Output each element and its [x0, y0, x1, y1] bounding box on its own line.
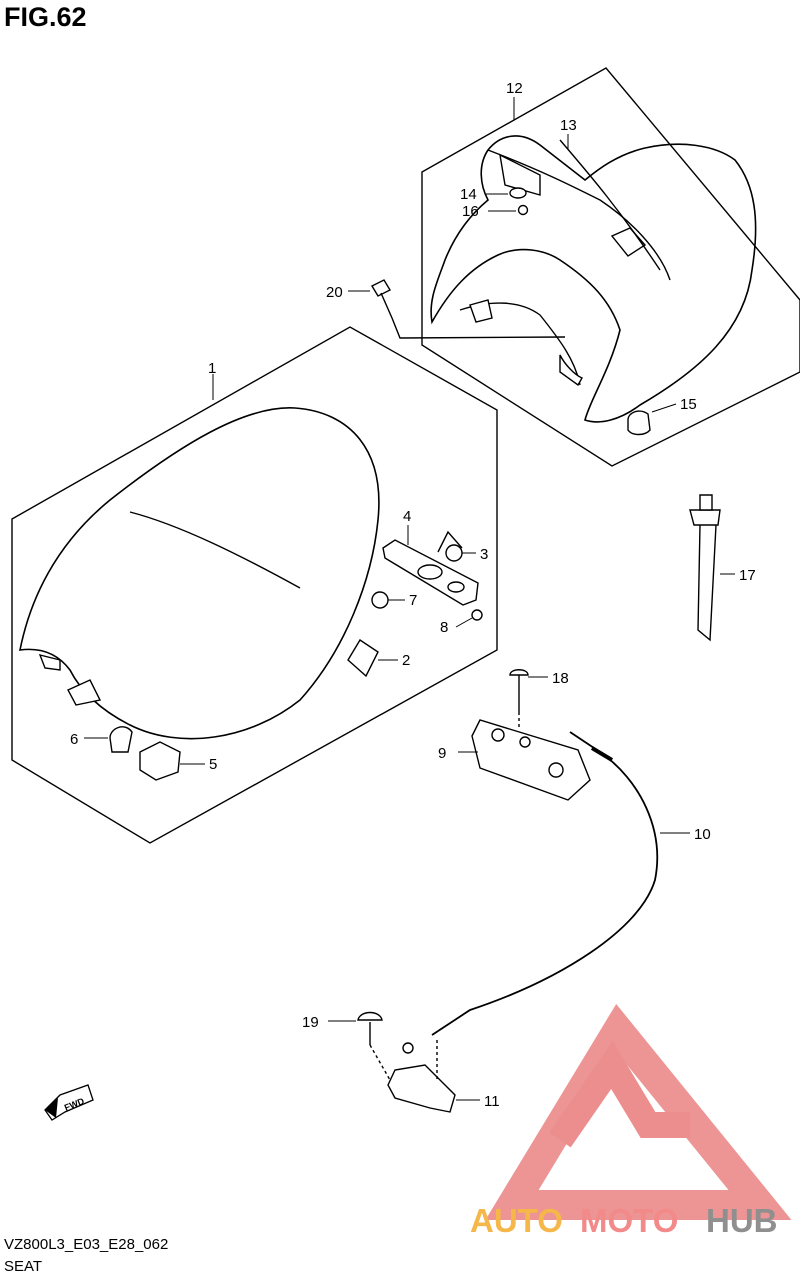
watermark-auto: AUTO [470, 1202, 563, 1239]
callout-6: 6 [70, 731, 78, 748]
pillion-strap-mount [610, 227, 647, 257]
rider-seat-group [11, 326, 498, 844]
pad-5 [139, 741, 181, 781]
callout-20: 20 [326, 284, 343, 301]
callout-8: 8 [440, 619, 448, 636]
callout-12: 12 [506, 80, 523, 97]
pillion-strap [559, 139, 661, 271]
pillion-strap-bracket [499, 153, 541, 196]
bracket-4-hole [417, 564, 443, 580]
watermark-logo: AUTO MOTO HUB [470, 1003, 792, 1239]
watermark-moto: MOTO [580, 1202, 678, 1239]
grommet-2 [347, 639, 379, 678]
lock-9 [471, 719, 591, 801]
rider-seat-shape [18, 407, 380, 740]
washer-14 [509, 187, 527, 199]
callout-7: 7 [409, 592, 417, 609]
nut-8 [471, 609, 483, 621]
callout-14: 14 [460, 186, 477, 203]
callout-labels: 12 13 14 16 20 15 1 4 3 7 8 2 6 5 17 18 … [70, 80, 756, 1110]
callout-10: 10 [694, 826, 711, 843]
pillion-seat-crease [487, 149, 671, 281]
callout-9: 9 [438, 745, 446, 762]
cable-10 [431, 731, 659, 1036]
watermark-hub: HUB [706, 1202, 778, 1239]
latch-11 [387, 1064, 456, 1113]
cable-10-eyelet [402, 1042, 414, 1054]
stopper-6 [109, 726, 133, 753]
clip-3 [445, 544, 463, 562]
fwd-arrow: FWD [44, 1084, 94, 1121]
callout-16: 16 [462, 203, 479, 220]
callout-18: 18 [552, 670, 569, 687]
rider-seat-tab [67, 679, 102, 706]
callout-13: 13 [560, 117, 577, 134]
pillion-seat-group [371, 67, 800, 467]
rider-seat-front-lip [38, 653, 61, 671]
pillion-hook [559, 354, 583, 387]
callout-19: 19 [302, 1014, 319, 1031]
bolt-20-shank [380, 292, 393, 319]
screw-19-head [357, 1011, 383, 1021]
callout-17: 17 [739, 567, 756, 584]
cable-10-end [590, 746, 614, 762]
nut-16 [517, 204, 529, 216]
model-code: VZ800L3_E03_E28_062 [4, 1236, 169, 1253]
cushion-7 [371, 591, 389, 609]
rider-seat-crease [129, 511, 301, 589]
bolt-20-leader [391, 317, 566, 339]
strap-17 [689, 494, 721, 642]
pillion-tab [469, 299, 493, 323]
pillion-seat-shape [430, 135, 757, 423]
figure-title: FIG.62 [4, 2, 87, 32]
callout-leaders [84, 97, 735, 1101]
callout-3: 3 [480, 546, 488, 563]
callout-5: 5 [209, 756, 217, 773]
callout-1: 1 [208, 360, 216, 377]
cushion-15 [627, 410, 651, 436]
section-name: SEAT [4, 1258, 43, 1275]
bolt-20-head [371, 279, 391, 297]
callout-11: 11 [484, 1093, 500, 1110]
callout-4: 4 [403, 508, 411, 525]
callout-15: 15 [680, 396, 697, 413]
callout-2: 2 [402, 652, 410, 669]
seat-lock-assembly [357, 669, 659, 1113]
group-box-12 [421, 67, 800, 467]
screw-18-head [509, 669, 529, 676]
bracket-4-hole-2 [447, 581, 465, 593]
clip-3-arrow [437, 530, 463, 553]
group-box-1 [11, 326, 498, 844]
